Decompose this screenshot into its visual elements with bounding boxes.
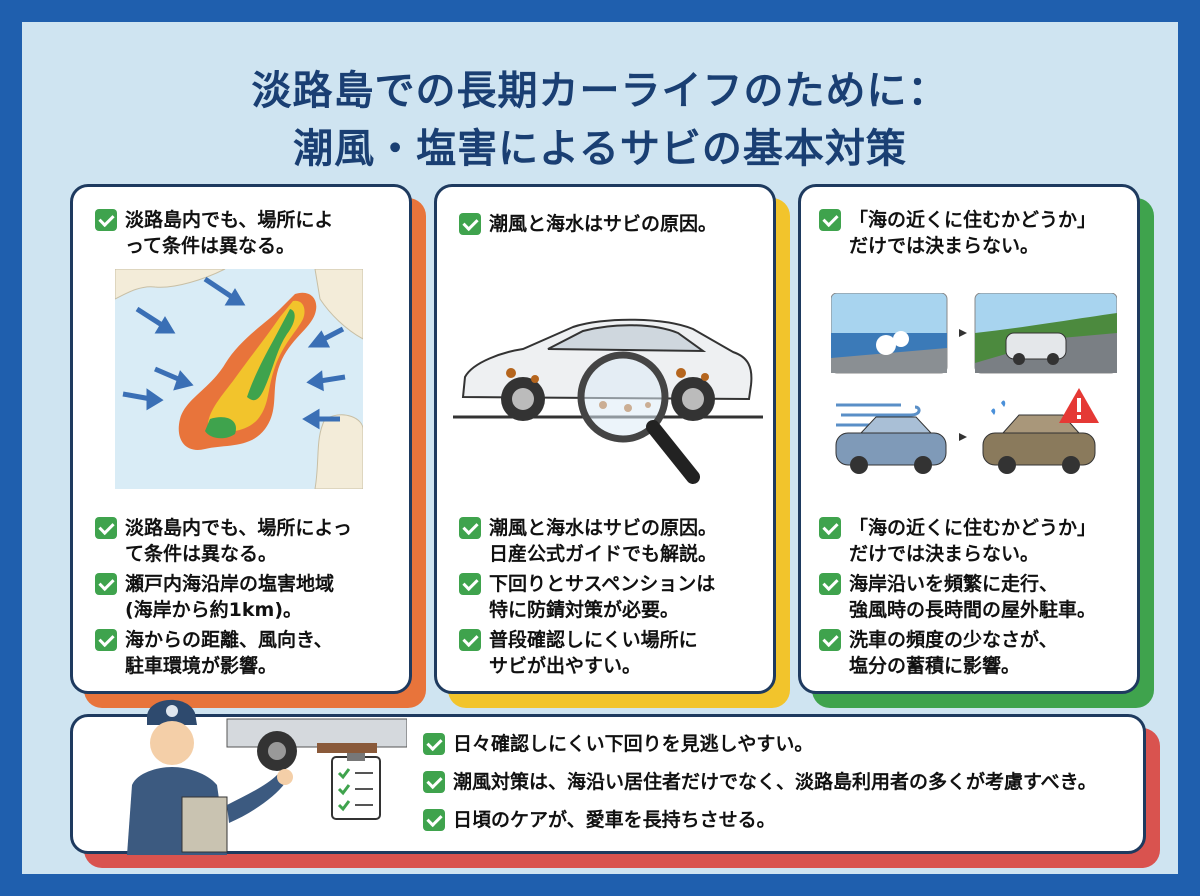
checkbox-icon [423, 771, 445, 793]
car-underbody-rust-image [453, 318, 763, 484]
checkbox-icon [819, 517, 841, 539]
checkbox-icon [423, 733, 445, 755]
card-list-item: 洗車の頻度の少なさが、 塩分の蓄積に影響。 [819, 627, 1137, 679]
summary-list-item: 日頃のケアが、愛車を長持ちさせる。 [423, 807, 1133, 833]
checkbox-icon [459, 517, 481, 539]
poster: 淡路島での長期カーライフのために： 潮風・塩害によるサビの基本対策 淡路島内でも… [22, 22, 1178, 874]
page-title-line2: 潮風・塩害によるサビの基本対策 [293, 126, 907, 172]
checkbox-icon [819, 209, 841, 231]
summary-list-item: 潮風対策は、海沿い居住者だけでなく、淡路島利用者の多くが考慮すべき。 [423, 769, 1133, 795]
checkbox-icon [95, 517, 117, 539]
card-list-item: 海からの距離、風向き、 駐車環境が影響。 [95, 627, 405, 679]
page-title-line1: 淡路島での長期カーライフのために： [251, 68, 949, 114]
card-list-item: 淡路島内でも、場所によっ て条件は異なる。 [95, 515, 405, 567]
checkbox-icon [95, 629, 117, 651]
checkbox-icon [459, 629, 481, 651]
card-summary: 日々確認しにくい下回りを見逃しやすい。 潮風対策は、海沿い居住者だけでなく、淡路… [70, 699, 1162, 882]
checkbox-icon [95, 573, 117, 595]
card-rust-causes: 潮風と海水はサビの原因。 潮風と海水はサビの原因。 日産公式ガイドでも解説。 [434, 184, 790, 708]
card-list-item: 瀬戸内海沿岸の塩害地域 (海岸から約1km)。 [95, 571, 405, 623]
card-list-item: 下回りとサスペンションは 特に防錆対策が必要。 [459, 571, 775, 623]
checkbox-icon [423, 809, 445, 831]
card-heading-item: 淡路島内でも、場所によ って条件は異なる。 [95, 207, 395, 259]
card-list-item: 海岸沿いを頻繁に走行、 強風時の長時間の屋外駐車。 [819, 571, 1137, 623]
checkbox-icon [819, 573, 841, 595]
summary-list-item: 日々確認しにくい下回りを見逃しやすい。 [423, 731, 1133, 757]
card-list-item: 「海の近くに住むかどうか」 だけでは決まらない。 [819, 515, 1137, 567]
island-wind-map-image [115, 269, 363, 489]
mechanic-illustration [127, 699, 407, 855]
card-location-conditions: 淡路島内でも、場所によ って条件は異なる。 [70, 184, 426, 708]
coast-wind-car-image [831, 293, 1117, 474]
checkbox-icon [459, 573, 481, 595]
checkbox-icon [459, 213, 481, 235]
card-list-item: 普段確認しにくい場所に サビが出やすい。 [459, 627, 775, 679]
card-list-item: 潮風と海水はサビの原因。 日産公式ガイドでも解説。 [459, 515, 775, 567]
card-heading-item: 潮風と海水はサビの原因。 [459, 211, 769, 237]
card-heading-item: 「海の近くに住むかどうか」 だけでは決まらない。 [819, 207, 1137, 259]
checkbox-icon [95, 209, 117, 231]
checkbox-icon [819, 629, 841, 651]
card-conditions-factors: 「海の近くに住むかどうか」 だけでは決まらない。 [798, 184, 1154, 708]
